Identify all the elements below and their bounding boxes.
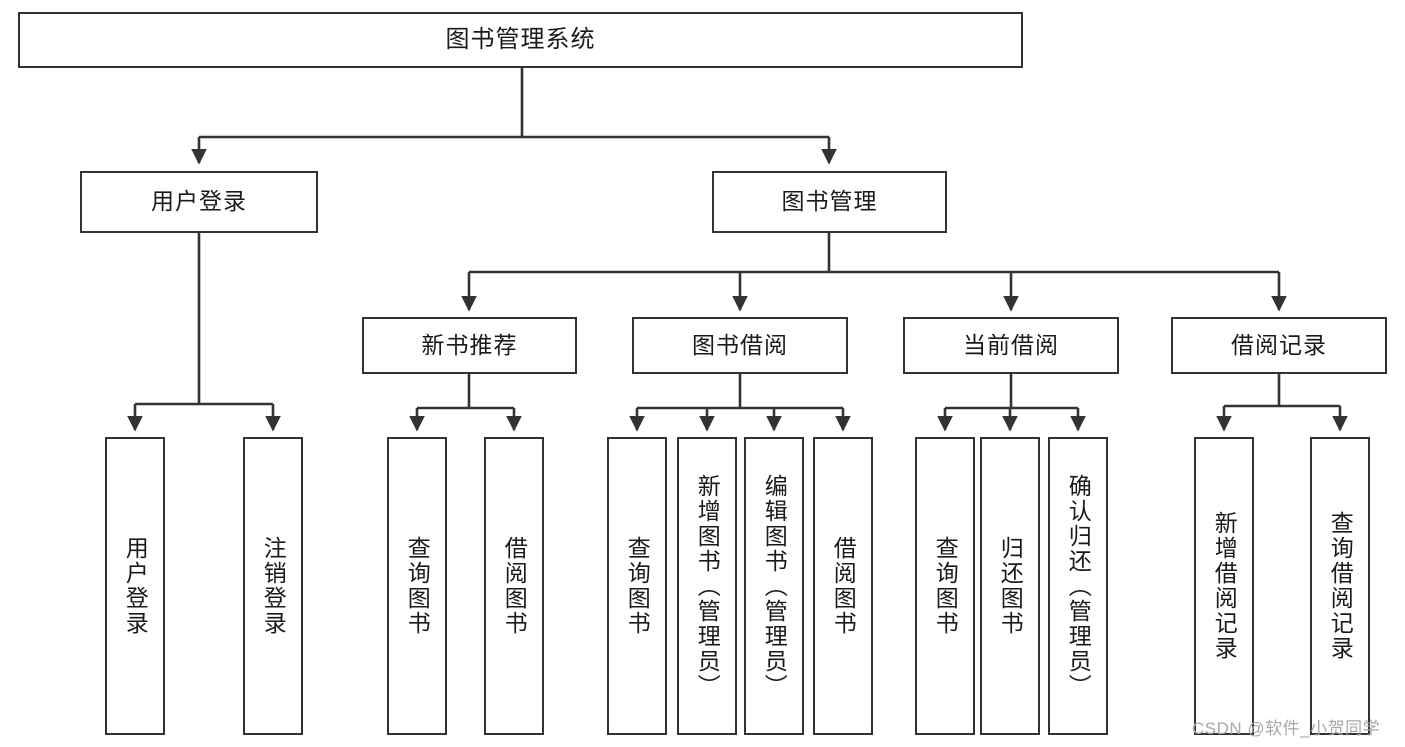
leaf-borrow-book-recommend[interactable]: 借阅图书 (484, 437, 544, 735)
node-root[interactable]: 图书管理系统 (18, 12, 1023, 68)
leaf-add-book-admin[interactable]: 新增图书（管理员） (677, 437, 737, 735)
leaf-query-book-recommend[interactable]: 查询图书 (387, 437, 447, 735)
node-current-borrow[interactable]: 当前借阅 (903, 317, 1119, 374)
leaf-confirm-return-admin[interactable]: 确认归还（管理员） (1048, 437, 1108, 735)
node-book-management[interactable]: 图书管理 (712, 171, 947, 233)
leaf-query-borrow-record[interactable]: 查询借阅记录 (1310, 437, 1370, 735)
leaf-return-book[interactable]: 归还图书 (980, 437, 1040, 735)
leaf-borrow-book-borrow[interactable]: 借阅图书 (813, 437, 873, 735)
node-new-book-recommend[interactable]: 新书推荐 (362, 317, 577, 374)
leaf-query-book-current[interactable]: 查询图书 (915, 437, 975, 735)
watermark: CSDN @软件_小贺同学 (1192, 719, 1381, 738)
leaf-add-borrow-record[interactable]: 新增借阅记录 (1194, 437, 1254, 735)
node-book-borrow[interactable]: 图书借阅 (632, 317, 848, 374)
leaf-user-login[interactable]: 用户登录 (105, 437, 165, 735)
leaf-query-book-borrow[interactable]: 查询图书 (607, 437, 667, 735)
node-borrow-records[interactable]: 借阅记录 (1171, 317, 1387, 374)
leaf-logout[interactable]: 注销登录 (243, 437, 303, 735)
leaf-edit-book-admin[interactable]: 编辑图书（管理员） (744, 437, 804, 735)
node-user-login[interactable]: 用户登录 (80, 171, 318, 233)
